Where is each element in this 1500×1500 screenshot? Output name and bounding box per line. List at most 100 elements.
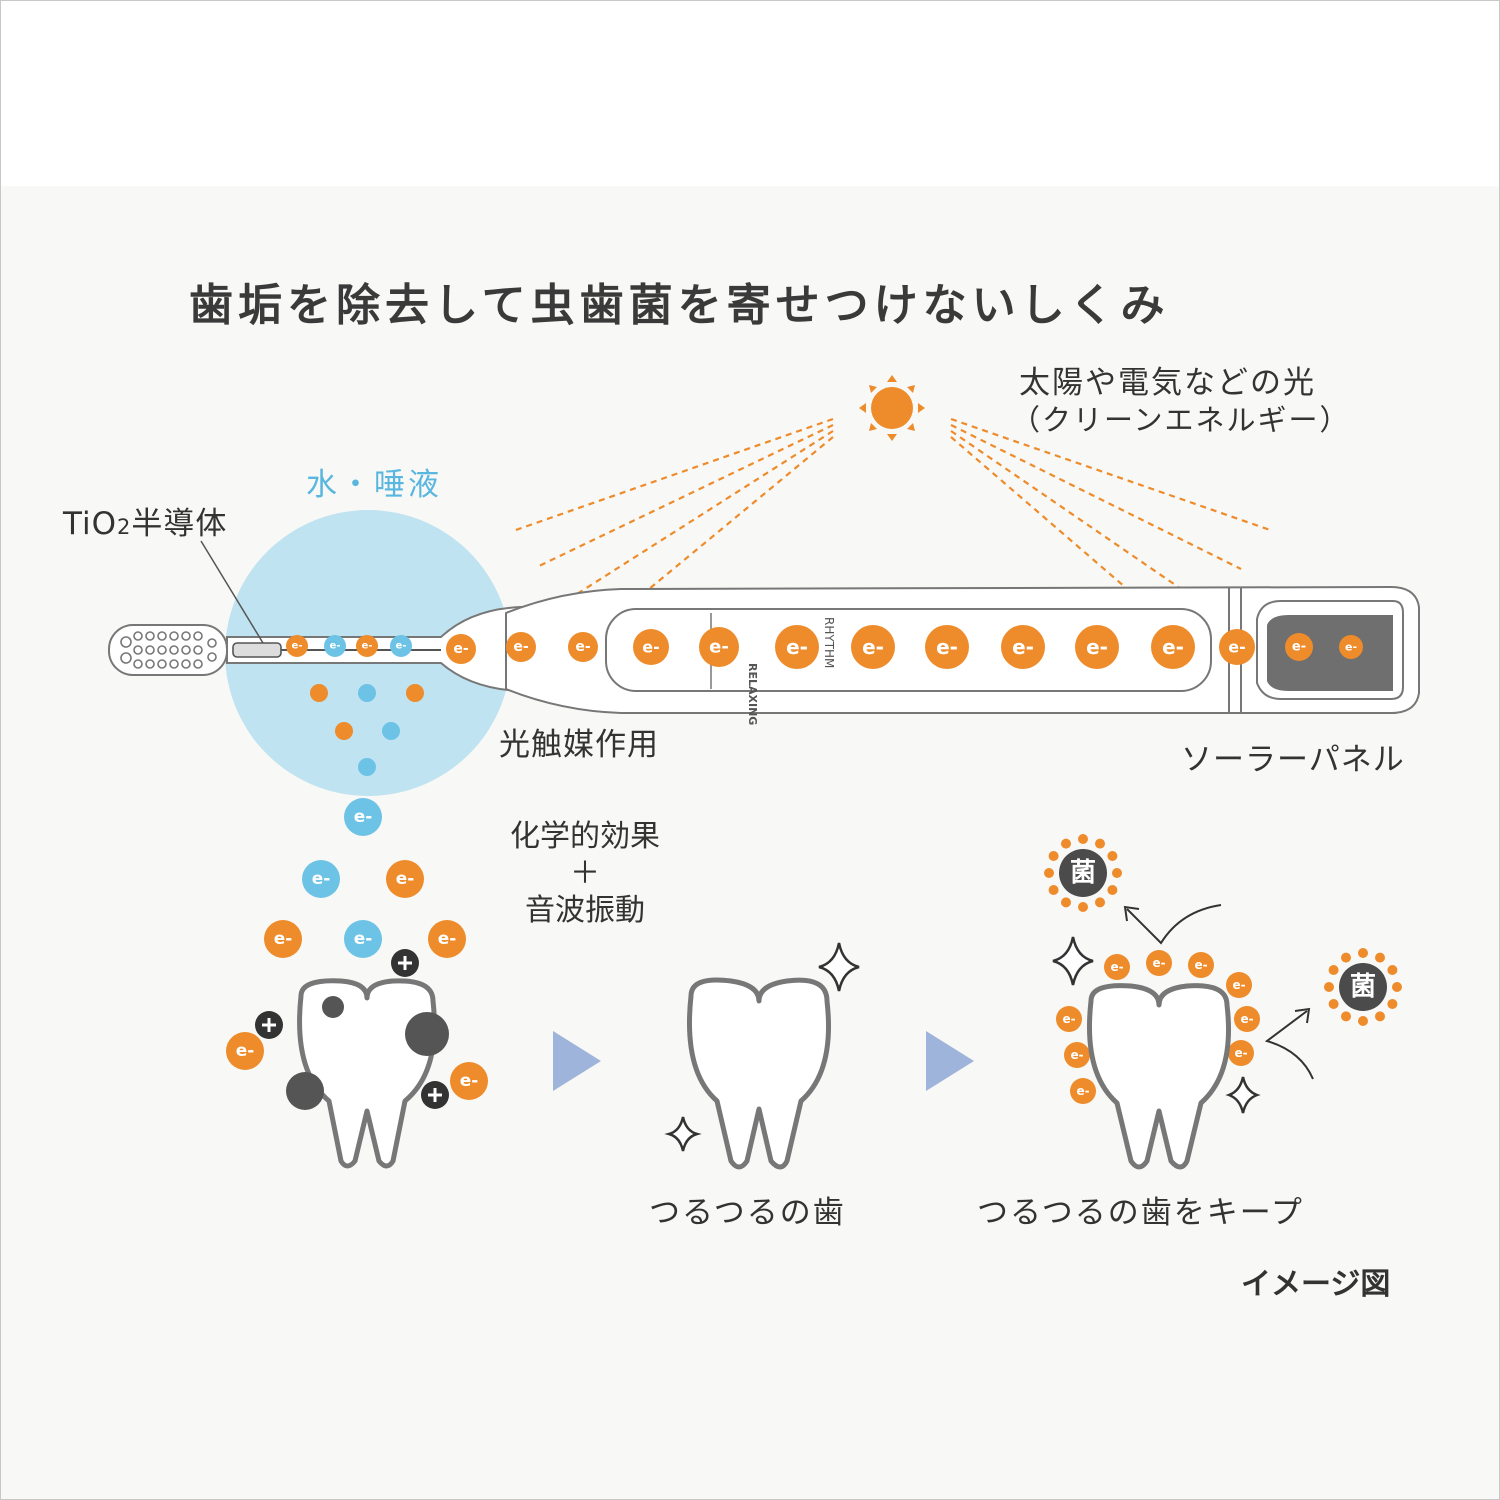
step-arrow-icon: [926, 1031, 974, 1091]
plaque-tooth-icon: [286, 978, 449, 1169]
svg-text:e-: e-: [396, 869, 415, 889]
svg-text:e-: e-: [1228, 638, 1246, 657]
svg-text:e-: e-: [1345, 641, 1357, 654]
electron-icon: e-: [1064, 1042, 1090, 1068]
svg-text:e-: e-: [1240, 1012, 1253, 1026]
electron-icon: e-: [1285, 633, 1313, 661]
svg-text:e-: e-: [642, 638, 660, 657]
background-panel: [1, 186, 1499, 1499]
electron-icon: e-: [925, 625, 969, 669]
svg-text:e-: e-: [1110, 960, 1123, 974]
electron-icon: e-: [386, 860, 424, 898]
plus-icon: [255, 1011, 283, 1039]
electron-icon: e-: [450, 1062, 488, 1100]
chemical-effect-label: 化学的効果: [510, 819, 660, 854]
electron-icon: e-: [356, 635, 378, 657]
electron-icon: e-: [446, 634, 476, 664]
sparkle-icon: [1052, 936, 1094, 986]
electron-icon: e-: [1070, 1078, 1096, 1104]
electron-icon: e-: [1226, 972, 1252, 998]
positive-hole-icons: [255, 949, 449, 1109]
electron-icon: e-: [428, 920, 466, 958]
plus-icon: [391, 949, 419, 977]
plus-icon: [421, 1081, 449, 1109]
svg-text:e-: e-: [1062, 1012, 1075, 1026]
svg-text:e-: e-: [1194, 958, 1207, 972]
sonic-vibration-label: 音波振動: [525, 893, 645, 928]
svg-text:e-: e-: [1086, 635, 1108, 659]
effect-label: 化学的効果 ＋ 音波振動: [487, 818, 683, 929]
svg-text:e-: e-: [936, 635, 958, 659]
photocatalysis-particles: [310, 684, 424, 776]
smooth-tooth-icon: [686, 977, 832, 1170]
sun-icon: [859, 375, 925, 441]
electron-icon: e-: [226, 1032, 264, 1070]
electron-icon: e-: [1339, 635, 1363, 659]
svg-text:e-: e-: [236, 1041, 255, 1061]
image-note-label: イメージ図: [1241, 1267, 1391, 1302]
electrons-layer: e-e-e-e-e-e-e-e-e-e-e-e-e-e-e-e-e-e-e-e-…: [226, 625, 1363, 1104]
plaque-spot: [322, 996, 344, 1018]
electron-icon: e-: [568, 632, 598, 662]
sparkle-icons: [664, 936, 1261, 1152]
sparkle-icon: [1225, 1076, 1261, 1114]
sparkle-icon: [664, 1116, 702, 1152]
svg-text:e-: e-: [1070, 1048, 1083, 1062]
electron-icon: e-: [286, 635, 308, 657]
bristle-pattern: [120, 631, 217, 669]
solar-panel-label: ソーラーパネル: [1181, 742, 1405, 778]
tio2-suffix: 半導体: [131, 506, 228, 542]
clean-energy-label: （クリーンエネルギー）: [1011, 403, 1351, 437]
electron-icon: e-: [851, 625, 895, 669]
svg-text:e-: e-: [575, 639, 590, 655]
bacteria-icon: 菌: [1044, 834, 1122, 912]
repel-arrow-icon: [1264, 1010, 1314, 1080]
tio2-pointer-line: [200, 540, 264, 644]
bacteria-layer: 菌菌: [1044, 834, 1402, 1026]
svg-text:e-: e-: [354, 807, 373, 827]
svg-text:e-: e-: [1234, 1046, 1247, 1060]
electron-icon: e-: [1188, 952, 1214, 978]
svg-text:e-: e-: [709, 637, 729, 658]
electron-icon: e-: [1001, 625, 1045, 669]
mode-rhythm-label: RHYTHM: [822, 617, 836, 668]
electron-icon: e-: [1219, 629, 1255, 665]
svg-text:e-: e-: [362, 641, 373, 652]
svg-text:e-: e-: [786, 635, 808, 659]
svg-text:e-: e-: [1012, 635, 1034, 659]
light-source-label: 太陽や電気などの光: [1019, 365, 1316, 401]
electron-icon: e-: [1075, 625, 1119, 669]
tio2-semiconductor-label: TiO2半導体: [63, 498, 227, 543]
svg-text:e-: e-: [862, 635, 884, 659]
electron-icon: e-: [1146, 950, 1172, 976]
svg-text:e-: e-: [1232, 978, 1245, 992]
electron-icon: e-: [1151, 625, 1195, 669]
svg-text:e-: e-: [513, 639, 528, 655]
smooth-teeth-label: つるつるの歯: [649, 1195, 846, 1231]
tio2-formula: TiO: [63, 506, 117, 542]
electron-icon: e-: [506, 632, 536, 662]
mode-relaxing-label: RELAXING: [746, 663, 759, 725]
svg-text:菌: 菌: [1350, 972, 1376, 1002]
repel-arrows: [1123, 904, 1314, 1080]
svg-text:e-: e-: [312, 869, 331, 889]
electron-icon: e-: [1234, 1006, 1260, 1032]
electron-icon: e-: [344, 920, 382, 958]
svg-text:e-: e-: [1292, 640, 1306, 655]
svg-text:e-: e-: [1152, 956, 1165, 970]
svg-text:e-: e-: [330, 641, 341, 652]
protected-tooth-icon: [1086, 983, 1232, 1170]
svg-text:e-: e-: [292, 641, 303, 652]
electron-icon: e-: [1104, 954, 1130, 980]
electron-icon: e-: [633, 629, 669, 665]
svg-text:e-: e-: [354, 929, 373, 949]
plus-sign: ＋: [570, 856, 600, 891]
plaque-spot: [405, 1012, 449, 1056]
svg-text:e-: e-: [274, 929, 293, 949]
keep-smooth-label: つるつるの歯をキープ: [977, 1195, 1304, 1231]
page-title: 歯垢を除去して虫歯菌を寄せつけないしくみ: [189, 280, 1170, 331]
bacteria-icon: 菌: [1324, 948, 1402, 1026]
svg-text:e-: e-: [453, 641, 468, 657]
